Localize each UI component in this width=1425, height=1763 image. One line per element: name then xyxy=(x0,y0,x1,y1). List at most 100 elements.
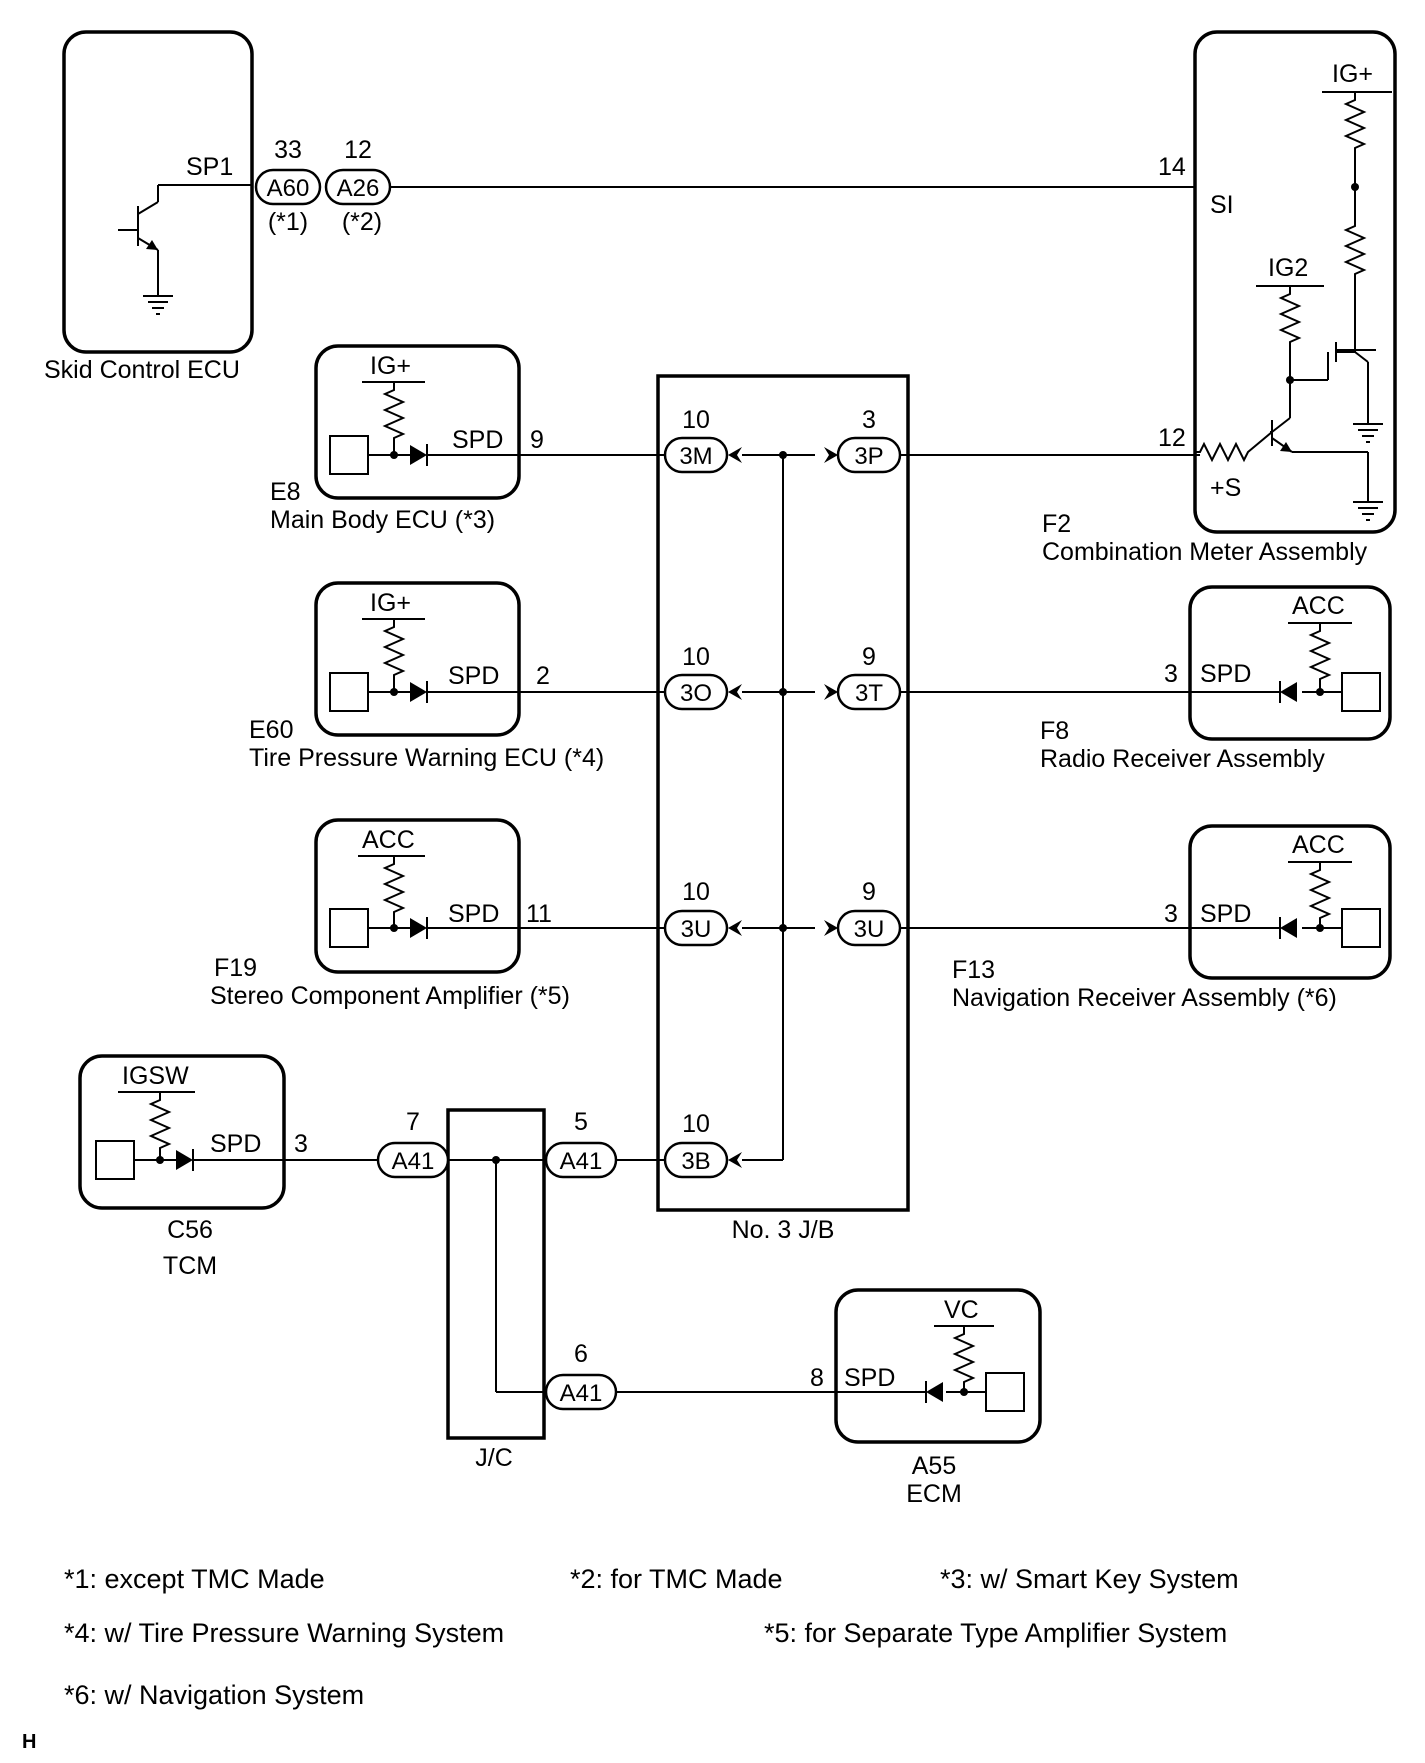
stereo-code: F19 xyxy=(214,954,257,982)
resistor-icon xyxy=(384,381,404,447)
svg-text:A41: A41 xyxy=(560,1148,603,1175)
a26-note: (*2) xyxy=(342,208,382,236)
sp1-pin-label: SP1 xyxy=(186,153,233,181)
svg-text:3M: 3M xyxy=(679,443,712,470)
combination-meter: F2 Combination Meter Assembly 14 SI 12 +… xyxy=(1042,30,1397,566)
svg-text:7: 7 xyxy=(406,1108,420,1136)
svg-text:3: 3 xyxy=(862,406,876,434)
main-body-code: E8 xyxy=(270,478,301,506)
corner-mark: H xyxy=(22,1731,36,1753)
svg-text:ACC: ACC xyxy=(362,826,415,854)
meter-pin-s: 12 xyxy=(1158,424,1186,452)
svg-text:VC: VC xyxy=(944,1296,979,1324)
tcm-code: C56 xyxy=(167,1216,213,1244)
meter-code: F2 xyxy=(1042,510,1071,538)
svg-text:A60: A60 xyxy=(267,175,310,202)
radio-receiver: ACC SPD 3 F8 Radio Receiver Assembly xyxy=(1040,585,1392,773)
meter-si-label: SI xyxy=(1210,191,1234,219)
jb-row-3: 3U 10 3U 9 xyxy=(663,878,902,947)
svg-text:IGSW: IGSW xyxy=(122,1062,189,1090)
ground-icon xyxy=(1352,409,1384,443)
svg-text:5: 5 xyxy=(574,1108,588,1136)
transistor-icon xyxy=(118,184,252,282)
footnote: *3: w/ Smart Key System xyxy=(940,1564,1239,1594)
svg-text:ACC: ACC xyxy=(1292,831,1345,859)
svg-text:11: 11 xyxy=(526,900,552,928)
svg-text:3U: 3U xyxy=(681,916,712,943)
svg-text:3: 3 xyxy=(1164,660,1178,688)
connector-a26: A26 12 (*2) xyxy=(324,136,392,236)
tire-pressure-ecu: IG+ SPD 2 E60 Tire Pressure Warning ECU … xyxy=(249,581,604,772)
connector-a41-5: A41 5 xyxy=(544,1108,618,1179)
nav-code: F13 xyxy=(952,956,995,984)
svg-text:ACC: ACC xyxy=(1292,592,1345,620)
svg-text:10: 10 xyxy=(682,1110,710,1138)
a26-pin: 12 xyxy=(344,136,372,164)
diode-icon xyxy=(409,443,428,467)
jb-row-2: 3O 10 3T 9 xyxy=(663,643,902,711)
junction-connector: J/C xyxy=(446,1108,546,1472)
svg-text:SPD: SPD xyxy=(1200,900,1251,928)
skid-control-ecu-label: Skid Control ECU xyxy=(44,356,240,384)
jb-label: No. 3 J/B xyxy=(732,1216,835,1244)
resistor-icon xyxy=(1310,622,1330,688)
ecm-code: A55 xyxy=(912,1452,956,1480)
resistor-icon xyxy=(1280,285,1300,351)
tire-code: E60 xyxy=(249,716,293,744)
svg-text:SPD: SPD xyxy=(844,1364,895,1392)
svg-text:9: 9 xyxy=(862,643,876,671)
ground-icon xyxy=(1352,487,1384,521)
svg-text:A26: A26 xyxy=(337,175,380,202)
diode-icon xyxy=(409,680,428,704)
tcm: IGSW SPD 3 C56 TCM xyxy=(78,1054,308,1280)
svg-text:SPD: SPD xyxy=(448,662,499,690)
stereo-amplifier: ACC SPD 11 F19 Stereo Component Amplifie… xyxy=(210,818,570,1010)
connector-a60: A60 33 (*1) xyxy=(254,136,322,236)
jc-label: J/C xyxy=(475,1444,513,1472)
diode-icon xyxy=(175,1148,194,1172)
jb-row-1: 3M 10 3P 3 xyxy=(663,406,902,474)
resistor-icon xyxy=(150,1091,170,1157)
footnote: *6: w/ Navigation System xyxy=(64,1680,364,1710)
connector-a41-7: A41 7 xyxy=(376,1108,450,1179)
svg-text:10: 10 xyxy=(682,643,710,671)
svg-text:3O: 3O xyxy=(680,680,712,707)
svg-text:9: 9 xyxy=(862,878,876,906)
tire-name: Tire Pressure Warning ECU (*4) xyxy=(249,744,604,772)
diode-icon xyxy=(1279,916,1298,940)
svg-text:3B: 3B xyxy=(681,1148,710,1175)
main-body-name: Main Body ECU (*3) xyxy=(270,506,495,534)
navigation-receiver: ACC SPD 3 F13 Navigation Receiver Assemb… xyxy=(952,824,1392,1012)
svg-text:3U: 3U xyxy=(854,916,885,943)
svg-text:IG+: IG+ xyxy=(370,589,411,617)
svg-text:SPD: SPD xyxy=(452,426,503,454)
tcm-name: TCM xyxy=(163,1252,217,1280)
footnote: *5: for Separate Type Amplifier System xyxy=(764,1618,1227,1648)
resistor-icon xyxy=(1345,91,1365,157)
svg-text:SPD: SPD xyxy=(1200,660,1251,688)
svg-text:IG+: IG+ xyxy=(370,352,411,380)
meter-ig-plus: IG+ xyxy=(1332,60,1373,88)
footnotes: *1: except TMC Made *2: for TMC Made *3:… xyxy=(22,1564,1239,1753)
resistor-icon xyxy=(954,1325,974,1391)
resistor-icon xyxy=(384,855,404,921)
ecm-name: ECM xyxy=(906,1480,962,1508)
main-body-ecu: IG+ SPD 9 E8 Main Body ECU (*3) xyxy=(270,344,544,534)
footnote: *2: for TMC Made xyxy=(570,1564,783,1594)
nav-name: Navigation Receiver Assembly (*6) xyxy=(952,984,1337,1012)
diode-icon xyxy=(409,916,428,940)
svg-text:3P: 3P xyxy=(854,443,883,470)
diode-icon xyxy=(925,1380,944,1404)
resistor-icon xyxy=(384,618,404,684)
meter-ig2: IG2 xyxy=(1268,254,1308,282)
svg-text:2: 2 xyxy=(536,662,550,690)
resistor-icon xyxy=(1310,861,1330,927)
radio-name: Radio Receiver Assembly xyxy=(1040,745,1325,773)
skid-control-ecu: Skid Control ECU SP1 xyxy=(44,30,254,384)
a60-note: (*1) xyxy=(268,208,308,236)
svg-text:A41: A41 xyxy=(392,1148,435,1175)
svg-text:6: 6 xyxy=(574,1340,588,1368)
svg-text:3: 3 xyxy=(1164,900,1178,928)
a60-pin: 33 xyxy=(274,136,302,164)
